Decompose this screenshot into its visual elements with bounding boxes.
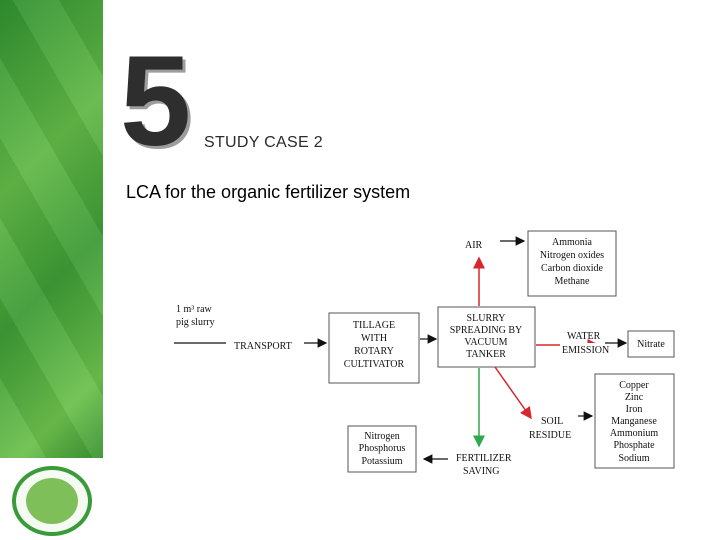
soil-residue-3: Iron xyxy=(626,404,643,415)
soil-residue-1: Copper xyxy=(619,380,649,391)
air-label: AIR xyxy=(465,240,483,251)
input-label-2: pig slurry xyxy=(176,317,215,328)
slurry-box xyxy=(437,306,536,368)
slurry-line-4: TANKER xyxy=(466,349,506,360)
tillage-line-2: WITH xyxy=(361,333,387,344)
water-label-bg xyxy=(560,343,614,355)
slide-subtitle: LCA for the organic fertilizer system xyxy=(126,182,411,202)
tillage-line-4: CULTIVATOR xyxy=(344,359,405,370)
tillage-box xyxy=(328,312,420,384)
slide-title: STUDY CASE 2 xyxy=(204,134,323,151)
air-emission-4: Methane xyxy=(555,276,591,287)
fertilizer-label-1: FERTILIZER xyxy=(456,453,512,464)
tillage-line-1: TILLAGE xyxy=(353,320,395,331)
soil-residue-5: Ammonium xyxy=(610,428,659,439)
input-label-1: 1 m³ raw xyxy=(176,304,213,315)
soil-residue-2: Zinc xyxy=(625,392,644,403)
tillage-line-3: ROTARY xyxy=(354,346,394,357)
air-emission-2: Nitrogen oxides xyxy=(540,250,604,261)
logo-emblem xyxy=(26,478,78,524)
air-emissions-box xyxy=(527,230,617,297)
soil-label-2: RESIDUE xyxy=(529,430,571,441)
air-emission-3: Carbon dioxide xyxy=(541,263,603,274)
water-label-2: EMISSION xyxy=(562,345,609,356)
nutrient-1: Nitrogen xyxy=(364,431,400,442)
soil-arrow xyxy=(494,366,532,420)
slurry-line-1: SLURRY xyxy=(467,313,506,324)
nutrient-3: Potassium xyxy=(361,456,402,467)
green-side-bar xyxy=(0,0,103,458)
nitrate-label: Nitrate xyxy=(637,339,665,350)
soil-residue-7: Sodium xyxy=(618,453,649,464)
soil-label-1: SOIL xyxy=(541,416,563,427)
soil-residue-6: Phosphate xyxy=(613,440,655,451)
fertilizer-label-2: SAVING xyxy=(463,466,500,477)
air-emission-1: Ammonia xyxy=(552,237,593,248)
transport-box xyxy=(226,336,304,354)
nutrient-2: Phosphorus xyxy=(359,443,406,454)
slurry-line-3: VACUUM xyxy=(464,337,507,348)
nutrients-box xyxy=(347,425,417,473)
transport-label: TRANSPORT xyxy=(234,341,292,352)
slurry-line-2: SPREADING BY xyxy=(450,325,523,336)
nitrate-box xyxy=(627,330,675,358)
water-label-1: WATER xyxy=(567,331,601,342)
slide-number: 5 xyxy=(120,30,192,173)
soil-residue-4: Manganese xyxy=(611,416,657,427)
logo-seal xyxy=(12,466,92,536)
soil-residues-box xyxy=(594,373,675,469)
